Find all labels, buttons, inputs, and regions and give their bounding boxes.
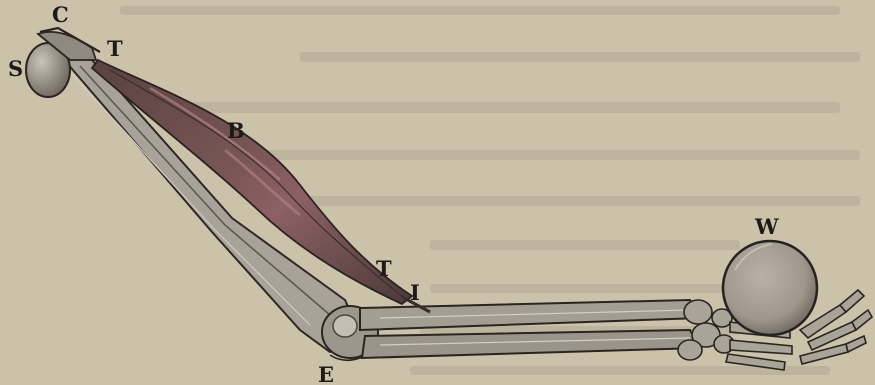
label-b: B (227, 120, 245, 141)
label-t-upper: T (107, 38, 123, 59)
label-e: E (318, 364, 334, 385)
label-i: I (410, 282, 420, 303)
forearm-bones (360, 300, 700, 358)
label-s: S (8, 58, 23, 79)
label-c: C (52, 4, 69, 25)
weight-ball (723, 241, 817, 335)
label-w: W (755, 216, 779, 237)
label-t-lower: T (376, 258, 392, 279)
